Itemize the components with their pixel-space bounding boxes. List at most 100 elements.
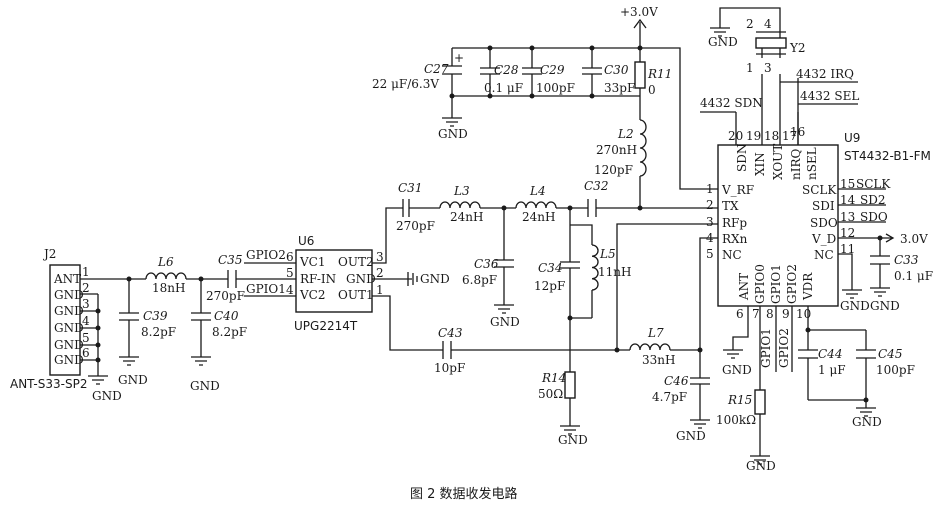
vd-arrow [885,233,895,243]
irq-net-label: 4432 IRQ [796,67,854,81]
gnd-label: GND [746,459,776,473]
y2-pin-4: 4 [764,17,772,31]
gnd-label: GND [840,299,870,313]
u9-pin-name: SCLK [802,183,837,197]
l6-ref: L6 [157,255,174,269]
c27-ref: C27 [424,62,449,76]
u9-pin-num: 9 [782,307,790,321]
c29-value: 100pF [536,81,575,95]
j2-pin-num: 6 [82,346,90,360]
c39-value: 8.2pF [141,325,176,339]
c31-ref: C31 [398,181,422,195]
ground-symbols [88,27,890,465]
j2-pin-name: ANT [53,272,81,286]
vcc-net-label-group: +3.0V [620,5,658,19]
u9-pin-name: RXn [722,232,748,246]
c27-polarity: + [454,51,464,65]
gnd-label: GND [558,433,588,447]
sd2-net-label: SD2 [860,193,885,207]
u9-pin-num: 2 [706,198,714,212]
y2-crystal-plates [756,31,786,55]
u9-pin-num: 18 [764,129,779,143]
u9-right-pins: SCLK 15 SDI 14 SDO 13 V_D 12 NC 11 [802,177,856,262]
c32-ref: C32 [584,179,608,193]
c46-ref: C46 [664,374,689,388]
u9-top-pins: 20 19 18 17 16 SDN XIN XOUT nIRQ nSEL [728,125,819,180]
j2-ref: J2 [42,247,56,261]
l6-value: 18nH [152,281,185,295]
gnd-labels: GND GND GND GND GND GND GND GND GND GND … [92,35,900,473]
r15-value: 100kΩ [716,413,756,427]
u6-pin-num: 1 [376,283,384,297]
u6-pin-name: GND [346,272,376,286]
u9-pin-name: SDN [735,144,749,172]
j2-pin-num: 2 [82,281,90,295]
u9-pin-name: GPIO2 [785,264,799,304]
gnd-label: GND [490,315,520,329]
u9-pin-num: 5 [706,247,714,261]
u6-left-pin-lines [282,262,296,297]
u9-pin-name: nIRQ [789,148,803,180]
sel-net-label: 4432 SEL [800,89,859,103]
u9-pin-num: 16 [790,125,805,139]
j2-part: ANT-S33-SP2 [10,377,87,391]
u9-pin-num: 19 [746,129,761,143]
u9-pin-name: XOUT [771,144,785,180]
c43-ref: C43 [438,326,463,340]
u9-pin-num: 6 [736,307,744,321]
u9-pin-num: 11 [840,242,855,256]
gnd-label: GND [190,379,220,393]
u9-pin-num: 1 [706,182,714,196]
u9-pin-num: 14 [840,193,856,207]
u6-pin-num: 2 [376,266,384,280]
u9-pin-name: ANT [737,273,751,301]
j2-pin-name: GND [54,304,84,318]
c32-value: 120pF [594,163,633,177]
c46-value: 4.7pF [652,390,687,404]
u9-pin-name: NC [814,248,834,262]
c28-value: 0.1 μF [484,81,523,95]
c30-value: 33pF [604,81,635,95]
resistor-symbols [564,61,766,415]
j2-pin-num: 5 [82,331,90,345]
u9-chip-body [717,144,839,307]
gpio2-net-label-u6: GPIO2 [246,248,286,262]
u9-pin-name: RFp [722,216,747,230]
gnd-label: GND [722,363,752,377]
u9-bottom-pins: 6 7 8 9 10 ANT GPIO0 GPIO1 GPIO2 VDR [736,264,815,321]
c34-ref: C34 [538,261,562,275]
u9-pin-name: TX [722,199,739,213]
c44-ref: C44 [818,347,842,361]
u9-pin-num: 4 [706,231,714,245]
capacitor-symbols [119,65,890,385]
r11-ref: R11 [647,67,672,81]
y2-ref: Y2 [789,41,806,55]
u6-pin-name: VC1 [299,255,325,269]
j2-pin-num: 4 [82,314,90,328]
junction-dots [95,45,883,403]
u9-pin-num: 8 [766,307,774,321]
y2-pin-1: 1 [746,61,754,75]
c36-value: 6.8pF [462,273,497,287]
c35-ref: C35 [218,253,242,267]
c45-ref: C45 [878,347,902,361]
sdn-net-label: 4432 SDN [700,96,763,110]
sclk-net-label: SCLK [856,177,891,191]
u9-part: ST4432-B1-FM [844,149,931,163]
j2-pin-name: GND [54,288,84,302]
c40-ref: C40 [214,309,239,323]
gpio1-net-label: GPIO1 [759,328,773,368]
gnd-label: GND [676,429,706,443]
vcc-net-label: +3.0V [620,5,658,19]
u6-chip-body [295,249,373,313]
u6-ref: U6 [298,234,314,248]
c36-ref: C36 [474,257,499,271]
j2-pin-name: GND [54,321,84,335]
r14-value: 50Ω [538,387,563,401]
c28-ref: C28 [494,63,519,77]
l3-value: 24nH [450,210,483,224]
u6-pin-num: 3 [376,250,384,264]
u9-pin-num: 3 [706,215,714,229]
l5-ref: L5 [599,247,616,261]
